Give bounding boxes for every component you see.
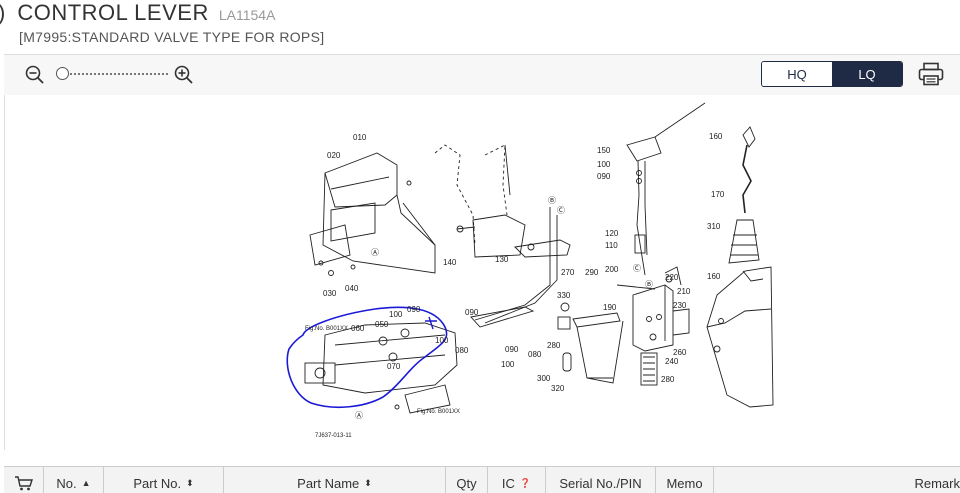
hq-button[interactable]: HQ	[762, 62, 832, 86]
zoom-slider-knob[interactable]	[56, 67, 69, 80]
fig-no-label: Fig.No. B001XX	[305, 326, 348, 332]
part-labels: 010 020 030 040 140 130 050 060 070 080 …	[323, 132, 725, 393]
column-part-no[interactable]: Part No. ⬍	[104, 467, 224, 493]
column-part-no-label: Part No.	[133, 475, 182, 491]
sort-asc-icon: ▲	[81, 478, 91, 488]
callout-label: 220	[665, 273, 679, 282]
callout-label: 160	[709, 132, 723, 141]
callout-label: 030	[323, 289, 337, 298]
callout-label: 150	[597, 146, 611, 155]
callout-label: 020	[327, 151, 341, 160]
callout-label: 100	[501, 360, 515, 369]
ref-marker: Ⓑ	[645, 280, 653, 289]
callout-label: 090	[505, 345, 519, 354]
callout-label: 190	[603, 303, 617, 312]
lq-button[interactable]: LQ	[832, 62, 902, 86]
ref-marker: Ⓐ	[355, 411, 363, 420]
viewer-toolbar: HQ LQ	[4, 54, 960, 96]
callout-label: 330	[557, 291, 571, 300]
help-icon[interactable]: ❓	[519, 477, 532, 488]
reference-markers: Ⓑ Ⓒ Ⓐ Ⓐ Ⓒ Ⓑ	[355, 196, 653, 420]
zoom-slider[interactable]	[56, 66, 168, 82]
figure-code: 7J637-013-11	[315, 433, 352, 439]
column-no-label: No.	[56, 475, 77, 491]
page-subtitle: [M7995:STANDARD VALVE TYPE FOR ROPS]	[19, 29, 325, 45]
ref-marker: Ⓒ	[633, 264, 641, 273]
column-qty-label: Qty	[456, 475, 477, 491]
callout-label: 270	[561, 268, 575, 277]
callout-label: 280	[661, 375, 675, 384]
callout-label: 080	[455, 346, 469, 355]
quality-toggle: HQ LQ	[761, 61, 903, 87]
callout-label: 320	[551, 384, 565, 393]
callout-label: 260	[673, 348, 687, 357]
callout-label: 110	[605, 241, 618, 250]
parts-diagram[interactable]: 010 020 030 040 140 130 050 060 070 080 …	[4, 95, 960, 450]
callout-label: 130	[495, 255, 509, 264]
callout-label: 060	[351, 324, 365, 333]
callout-label: 240	[665, 357, 679, 366]
fig-no-label: Fig.No. B001XX	[417, 409, 460, 415]
sort-icon: ⬍	[186, 477, 194, 488]
callout-label: 090	[407, 305, 421, 314]
callout-label: 120	[605, 229, 619, 238]
callout-label: 100	[389, 310, 403, 319]
column-part-name[interactable]: Part Name ⬍	[224, 467, 446, 493]
ref-marker: Ⓑ	[548, 196, 556, 205]
callout-label: 210	[677, 287, 691, 296]
callout-label: 280	[547, 341, 561, 350]
cart-icon[interactable]	[4, 467, 44, 493]
callout-label: 100	[435, 336, 449, 345]
callout-label: 310	[707, 222, 721, 231]
printer-icon[interactable]	[918, 62, 944, 86]
callout-label: 010	[353, 133, 367, 142]
callout-label: 070	[387, 362, 401, 371]
callout-label: 230	[673, 301, 687, 310]
part-code: LA1154A	[218, 7, 276, 23]
zoom-in-icon[interactable]	[174, 65, 194, 85]
callout-label: 090	[465, 308, 479, 317]
column-remarks: Remark	[714, 467, 960, 493]
callout-label: 170	[711, 190, 725, 199]
column-memo: Memo	[656, 467, 714, 493]
callout-label: 050	[375, 320, 389, 329]
back-paren[interactable]: )	[0, 0, 5, 26]
callout-label: 040	[345, 284, 359, 293]
valve-body	[322, 322, 458, 394]
exploded-view-drawing: 010 020 030 040 140 130 050 060 070 080 …	[286, 102, 774, 439]
page-header: ) CONTROL LEVER LA1154A [M7995:STANDARD …	[0, 0, 960, 52]
callout-label: 300	[537, 374, 551, 383]
cover-part	[324, 152, 398, 208]
ref-marker: Ⓐ	[371, 248, 379, 257]
zoom-out-icon[interactable]	[25, 65, 45, 85]
column-serial: Serial No./PIN	[546, 467, 656, 493]
callout-label: 100	[597, 160, 611, 169]
callout-label: 080	[528, 350, 542, 359]
column-remarks-label: Remark	[914, 475, 960, 491]
parts-table-header: No. ▲ Part No. ⬍ Part Name ⬍ Qty IC ❓ Se…	[4, 466, 960, 493]
callout-label: 090	[597, 172, 611, 181]
column-ic-label: IC	[501, 475, 515, 491]
column-no[interactable]: No. ▲	[44, 467, 104, 493]
highlight-circle	[286, 306, 448, 409]
zoom-slider-track	[62, 73, 168, 77]
callout-label: 200	[605, 265, 619, 274]
callout-label: 290	[585, 268, 599, 277]
callout-label: 160	[707, 272, 721, 281]
column-part-name-label: Part Name	[297, 475, 360, 491]
page-title: CONTROL LEVER	[17, 0, 209, 25]
column-qty: Qty	[446, 467, 488, 493]
callout-label: 140	[443, 258, 457, 267]
column-memo-label: Memo	[666, 475, 703, 491]
sort-icon: ⬍	[364, 477, 372, 488]
column-serial-label: Serial No./PIN	[559, 475, 642, 491]
ref-marker: Ⓒ	[557, 206, 565, 215]
column-ic: IC ❓	[488, 467, 546, 493]
